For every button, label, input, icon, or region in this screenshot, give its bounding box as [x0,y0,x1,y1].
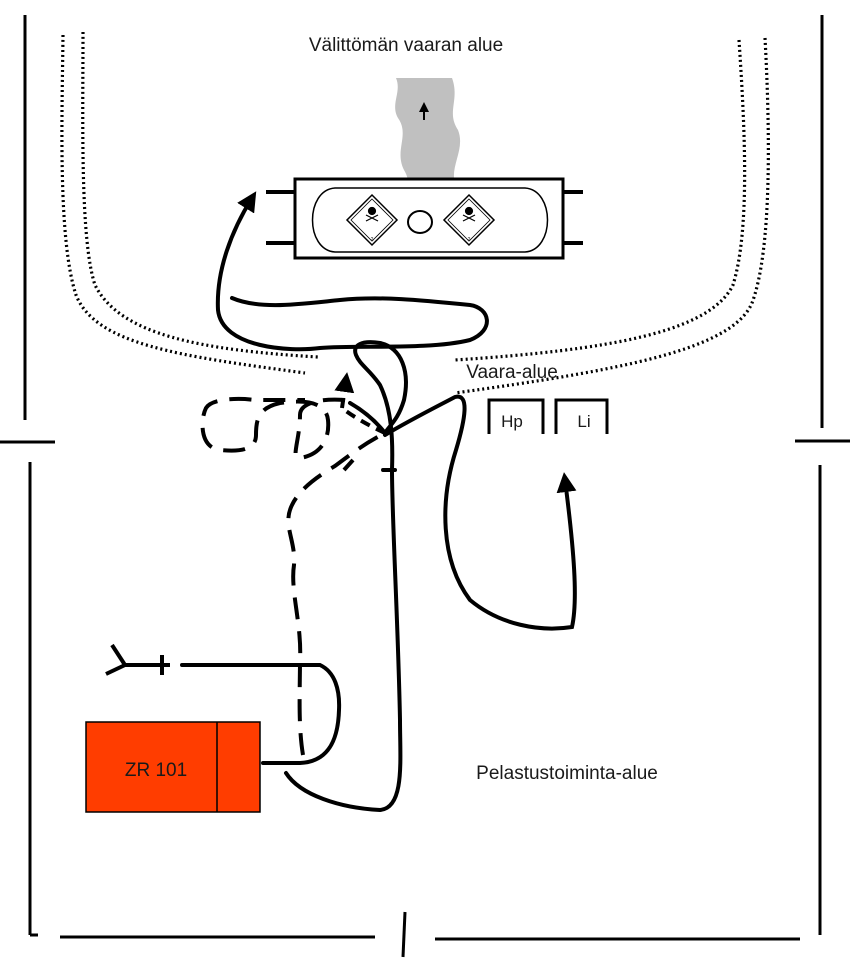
hose-line-secondary [284,340,408,813]
skull-crossbones-icon [365,206,379,222]
reserve-hose-line [200,372,386,756]
fire-engine-body [85,721,261,813]
hose-lines [180,191,577,813]
hose-line-right-loop [383,394,577,631]
marker-li: Li [554,398,609,434]
marker-li-label: Li [577,412,590,431]
zone-label-rescue-operations: Pelastustoiminta-alue [476,763,658,784]
skull-crossbones-icon [462,206,476,222]
danger-zone-boundary [60,31,770,395]
hose-line-primary [180,663,342,765]
hazard-diamond-icon: 2 [345,193,399,247]
fire-engine: ZR 101 [85,721,261,813]
zone-label-immediate-danger: Välittömän vaaran alue [309,35,503,56]
marker-hp-label: Hp [501,412,523,431]
fire-engine-label: ZR 101 [125,760,187,781]
marker-hp: Hp [487,398,545,434]
rescue-area-boundary [0,15,850,958]
attack-route-to-tank [215,191,489,352]
svg-text:2: 2 [468,237,471,243]
svg-text:2: 2 [371,237,374,243]
zone-label-danger: Vaara-alue [466,362,558,383]
hose-nozzle-icon [105,458,355,676]
tank-vehicle: 2 2 [266,177,583,260]
hazard-diamond-icon: 2 [442,193,496,247]
leak-opening [407,210,433,234]
